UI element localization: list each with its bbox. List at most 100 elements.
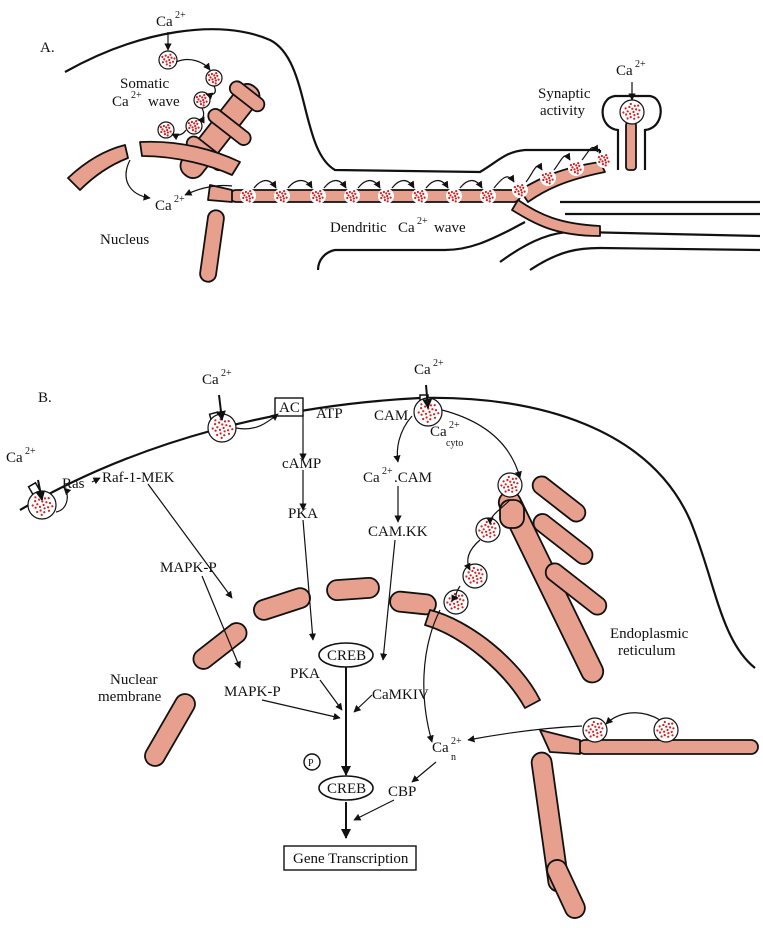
calcium-dot xyxy=(249,190,251,192)
calcium-dot xyxy=(191,121,193,123)
calcium-dot xyxy=(211,73,213,75)
calcium-dot xyxy=(480,577,482,579)
calcium-dot xyxy=(491,526,493,528)
calcium-dot xyxy=(516,482,518,484)
calcium-dot xyxy=(167,134,169,136)
calcium-dot xyxy=(216,426,218,428)
calcium-dot xyxy=(213,74,215,76)
calcium-dot xyxy=(477,569,479,571)
ca-label-synapse-text: Ca xyxy=(616,63,633,79)
er-dendrite-y-top xyxy=(208,185,232,202)
calcium-dot xyxy=(573,168,575,170)
calcium-dot xyxy=(212,427,214,429)
gene-transcription-label: Gene Transcription xyxy=(293,851,409,867)
calcium-dot xyxy=(449,603,451,605)
calcium-dot xyxy=(41,500,43,502)
dendritic-ca-puff xyxy=(344,188,360,204)
calcium-dot xyxy=(472,577,474,579)
calcium-dot xyxy=(247,192,249,194)
calcium-dot xyxy=(517,185,519,187)
calcium-dot xyxy=(276,192,278,194)
calcium-dot xyxy=(664,734,666,736)
calcium-dot xyxy=(503,480,505,482)
ca-b-right-sup: 2+ xyxy=(433,358,444,369)
calcium-dot xyxy=(600,723,602,725)
calcium-dot xyxy=(169,65,171,67)
calcium-dot xyxy=(548,177,550,179)
somatic-ca: Ca xyxy=(112,94,129,110)
calcium-dot xyxy=(545,178,547,180)
calcium-dot xyxy=(605,154,607,156)
calcium-dot xyxy=(522,187,524,189)
calcium-dot xyxy=(414,192,416,194)
ca-b-middle-sup: 2+ xyxy=(221,368,232,379)
arrow-ras-to-raf xyxy=(92,478,100,482)
calcium-dot xyxy=(160,131,162,133)
calcium-dot xyxy=(353,200,355,202)
dendritic-ca-puff xyxy=(310,188,326,204)
calcium-dot xyxy=(312,197,314,199)
calcium-dot xyxy=(575,164,577,166)
calcium-dot xyxy=(590,735,592,737)
calcium-dot xyxy=(167,56,169,58)
calcium-dot xyxy=(508,489,510,491)
calcium-dot xyxy=(286,197,288,199)
calcium-dot xyxy=(664,721,666,723)
calcium-dot xyxy=(600,731,602,733)
calcium-dot xyxy=(454,606,456,608)
calcium-dot xyxy=(659,731,661,733)
calcium-dot xyxy=(638,109,640,111)
calcium-dot xyxy=(600,734,602,736)
calcium-dot xyxy=(451,607,453,609)
ca-label-b-middle: Ca 2+ xyxy=(202,368,232,388)
calcium-dot xyxy=(515,486,517,488)
creb-lower-label: CREB xyxy=(327,781,366,797)
calcium-dot xyxy=(283,197,285,199)
calcium-dot xyxy=(515,478,517,480)
calcium-dot xyxy=(521,191,523,193)
calcium-dot xyxy=(431,408,433,410)
calcium-dot xyxy=(243,194,245,196)
calcium-dot xyxy=(229,425,231,427)
calcium-dot xyxy=(242,192,244,194)
calcium-dot xyxy=(577,169,579,171)
calcium-dot xyxy=(350,199,352,201)
ca-cyto-sub: cyto xyxy=(446,438,463,449)
calcium-dot xyxy=(32,504,34,506)
calcium-dot xyxy=(634,105,636,107)
ca-cyto-sup: 2+ xyxy=(449,420,460,431)
calcium-dot xyxy=(588,731,590,733)
spine-er xyxy=(626,122,636,170)
calcium-dot xyxy=(313,194,315,196)
calcium-dot xyxy=(448,192,450,194)
panel-a-branch-line-3 xyxy=(500,232,760,262)
calcium-dot xyxy=(543,176,545,178)
calcium-dot xyxy=(422,410,424,412)
calcium-dot xyxy=(546,181,548,183)
somatic-wave: wave xyxy=(148,94,180,110)
calcium-dot xyxy=(510,484,512,486)
ca-cyto-text: Ca xyxy=(430,424,447,440)
calcium-dot xyxy=(36,511,38,513)
calcium-dot xyxy=(418,199,420,201)
dendritic-wave-arrow xyxy=(460,181,482,189)
er-line2: reticulum xyxy=(618,643,676,659)
calcium-dot xyxy=(191,126,193,128)
calcium-dot xyxy=(452,199,454,201)
calcium-dot xyxy=(602,163,604,165)
calcium-dot xyxy=(468,577,470,579)
calcium-dot xyxy=(513,481,515,483)
calcium-dot xyxy=(199,95,201,97)
calcium-dot xyxy=(471,570,473,572)
calcium-dot xyxy=(353,190,355,192)
calcium-dot xyxy=(446,601,448,603)
calcium-dot xyxy=(430,414,432,416)
arrow-mapk-to-center xyxy=(262,700,340,718)
calcium-dot xyxy=(465,575,467,577)
calcium-dot xyxy=(456,193,458,195)
calcium-dot xyxy=(171,57,173,59)
calcium-dot xyxy=(420,403,422,405)
calcium-dot xyxy=(245,191,247,193)
ca-puff-a-spine xyxy=(620,100,644,124)
calcium-dot xyxy=(456,601,458,603)
